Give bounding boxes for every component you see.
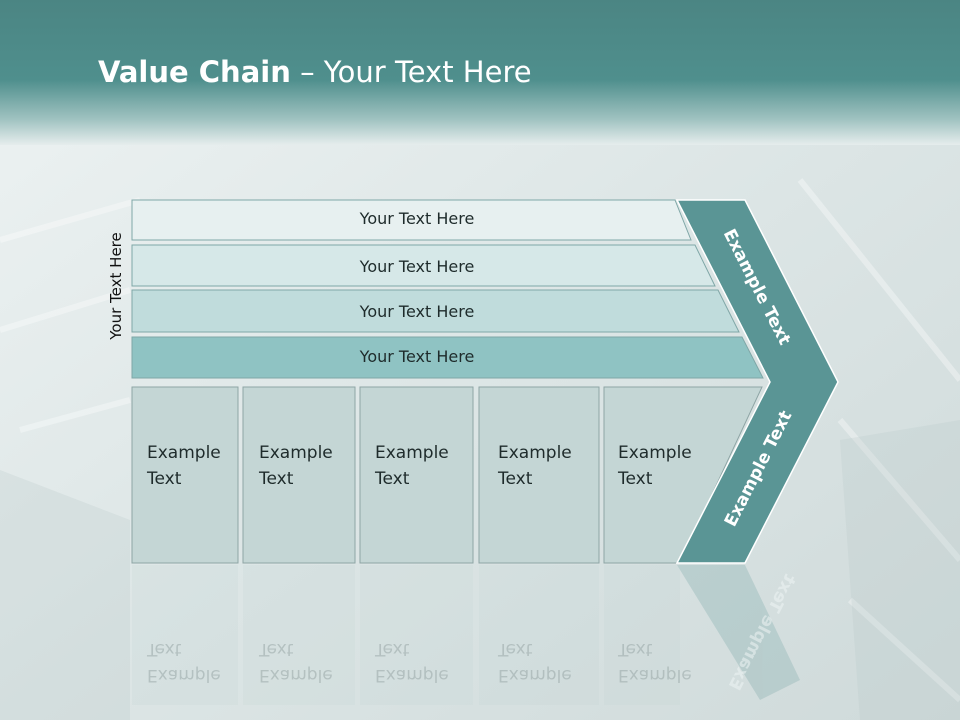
box-label-1-line1: Example <box>147 443 221 463</box>
row-bar-1 <box>131 199 692 241</box>
box-1 <box>131 386 239 564</box>
box-label-1: Example Text <box>147 440 247 492</box>
row-bar-4 <box>131 336 764 379</box>
row-bar-2 <box>131 244 716 287</box>
box-3 <box>359 386 474 564</box>
box-reflection-text-3: Example Text <box>375 636 475 688</box>
row-label-2: Your Text Here <box>359 257 475 276</box>
box-reflection-text-2-line2: Text <box>259 639 294 659</box>
row-label-4: Your Text Here <box>359 347 475 366</box>
box-label-3: Example Text <box>375 440 475 492</box>
box-reflection-text-4-line1: Example <box>498 665 572 685</box>
box-label-5-line2: Text <box>618 469 653 489</box>
box-label-4-line2: Text <box>498 469 533 489</box>
box-reflection-text-1-line2: Text <box>147 639 182 659</box>
box-reflection-text-5-line2: Text <box>618 639 653 659</box>
chevron-reflection <box>677 565 800 700</box>
box-label-1-line2: Text <box>147 469 182 489</box>
box-reflection-text-4-line2: Text <box>498 639 533 659</box>
box-label-5-line1: Example <box>618 443 692 463</box>
title-bold: Value Chain <box>98 55 291 89</box>
box-5-reflection <box>604 565 680 705</box>
chevron-arrow <box>675 199 839 564</box>
title-rest: – Your Text Here <box>290 55 532 89</box>
box-reflection-text-3-line1: Example <box>375 665 449 685</box>
header-band <box>0 0 960 145</box>
box-label-2-line1: Example <box>259 443 333 463</box>
row-label-3: Your Text Here <box>359 302 475 321</box>
box-2-reflection <box>243 565 355 705</box>
box-label-4-line1: Example <box>498 443 572 463</box>
box-reflection-text-3-line2: Text <box>375 639 410 659</box>
box-reflection-text-4: Example Text <box>498 636 598 688</box>
box-reflection-text-2: Example Text <box>259 636 359 688</box>
box-4 <box>478 386 600 564</box>
box-label-2: Example Text <box>259 440 359 492</box>
box-label-2-line2: Text <box>259 469 294 489</box>
row-label-1: Your Text Here <box>359 209 475 228</box>
box-label-5: Example Text <box>618 440 718 492</box>
box-reflection-text-1-line1: Example <box>147 665 221 685</box>
box-reflection-text-5: Example Text <box>618 636 718 688</box>
box-reflection-text-1: Example Text <box>147 636 247 688</box>
row-bar-3 <box>131 289 740 333</box>
box-reflection-text-2-line1: Example <box>259 665 333 685</box>
page-title: Value Chain – Your Text Here <box>98 55 532 89</box>
box-2 <box>242 386 356 564</box>
box-reflection-text-5-line1: Example <box>618 665 692 685</box>
box-label-4: Example Text <box>498 440 598 492</box>
box-4-reflection <box>479 565 599 705</box>
box-label-3-line1: Example <box>375 443 449 463</box>
box-3-reflection <box>360 565 473 705</box>
box-1-reflection <box>132 565 238 705</box>
box-label-3-line2: Text <box>375 469 410 489</box>
